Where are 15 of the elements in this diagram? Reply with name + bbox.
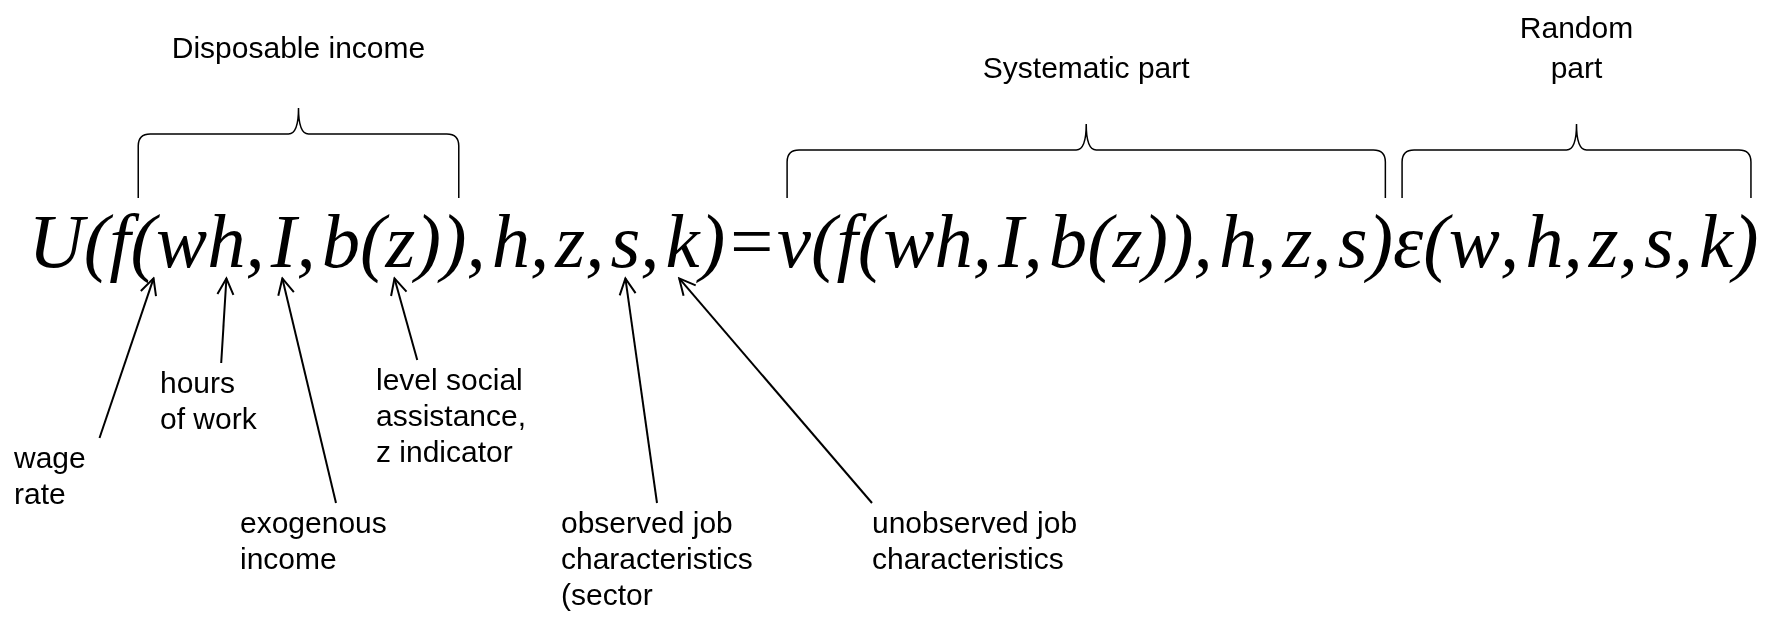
annotation-text: wage rate [14, 440, 104, 512]
brace-label: Random part [1518, 10, 1635, 86]
brace-label: Disposable income [170, 30, 427, 66]
arrow [618, 277, 658, 504]
arrow [216, 277, 235, 364]
annotation-text: exogenous income [240, 505, 400, 577]
arrow [98, 277, 157, 439]
annotation-text: hours of work [160, 365, 262, 437]
arrow [390, 277, 419, 361]
annotation-text: unobserved job characteristics [872, 505, 1112, 577]
annotation-text: observed job characteristics (sector [561, 505, 801, 613]
arrow [678, 277, 873, 504]
brace-label: Systematic part [981, 50, 1191, 86]
arrow [277, 277, 337, 504]
annotation-text: level social assistance, z indicator [376, 362, 541, 470]
